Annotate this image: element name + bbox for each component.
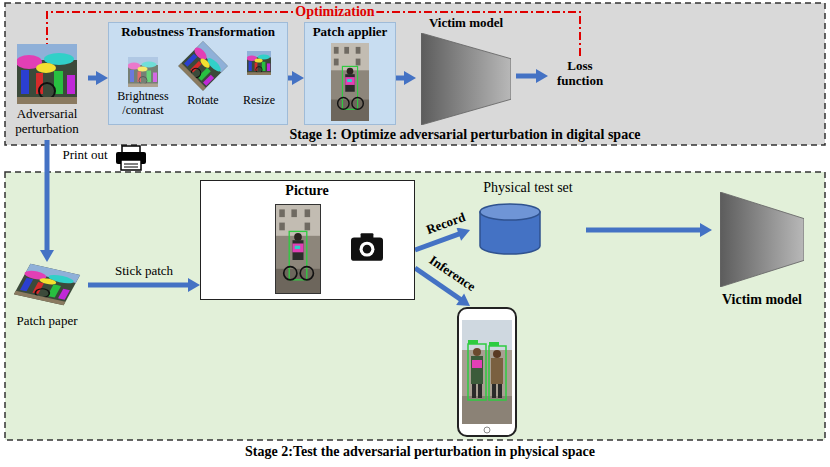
process-box: Robustness TransformationBrightness /con… (108, 22, 288, 125)
item-caption: Rotate (173, 94, 233, 108)
item-caption: Brightness /contrast (113, 90, 173, 118)
rotated-patch-image (178, 41, 228, 91)
arrow-head (536, 69, 548, 83)
arrow-head (96, 71, 108, 85)
connector (396, 71, 416, 85)
patch-image (247, 51, 271, 75)
connector (88, 71, 108, 85)
transform-item: Resize (233, 51, 285, 111)
box-heading: Patch applier (305, 25, 395, 40)
box-heading: Robustness Transformation (109, 25, 287, 40)
loss-node: Loss function (548, 56, 612, 96)
transform-item: Rotate (173, 41, 233, 113)
brightness-image (128, 57, 158, 87)
transform-item: Brightness /contrast (113, 57, 173, 121)
panel-outline (5, 172, 825, 440)
model-node: Victim model (712, 192, 812, 312)
arrow-label: Inference (424, 252, 479, 296)
phone-illustration (458, 308, 516, 436)
image-node: Adversarial perturbation (6, 44, 88, 140)
model-node: Victim model (416, 16, 516, 126)
model-trapezoid (421, 33, 511, 125)
edge-label: Optimization (293, 4, 376, 20)
connector (40, 140, 54, 262)
printer-icon (116, 146, 146, 170)
box-heading: Picture (201, 183, 413, 199)
model-trapezoid (720, 192, 804, 287)
connector-line (415, 233, 461, 250)
image-node: Patch paper (6, 262, 88, 338)
dataset-node: Physical test set (470, 180, 586, 260)
stage-caption: Stage 1: Optimize adversarial perturbati… (240, 127, 690, 143)
picture-box: Picture (200, 180, 415, 300)
arrow-head (292, 71, 304, 85)
arrow-head (404, 71, 416, 85)
arrow-head (700, 223, 712, 237)
street-photo (276, 205, 320, 293)
image-caption: Patch paper (6, 314, 88, 329)
street-photo (331, 43, 369, 121)
connector (516, 69, 548, 83)
connector-line (88, 283, 190, 288)
image-caption: Adversarial perturbation (6, 107, 88, 137)
connector (88, 278, 200, 292)
camera-icon (351, 233, 383, 261)
dataset-label: Physical test set (470, 180, 586, 196)
edge-label: Print out (60, 148, 109, 163)
stage-caption: Stage 2:Test the adversarial perturbatio… (190, 444, 650, 460)
edge-label: Stick patch (113, 264, 175, 279)
patch-image (17, 44, 77, 104)
arrow-head (456, 228, 470, 241)
item-caption: Resize (233, 94, 285, 108)
arrow-head (40, 250, 54, 262)
connector (586, 223, 712, 237)
loss-label: Loss function (548, 59, 612, 89)
database-cylinder (478, 202, 542, 256)
edge-label: Record (423, 209, 470, 238)
process-box: Patch applier (304, 22, 396, 125)
stage-panel: Stage 1: Optimize adversarial perturbati… (5, 3, 825, 145)
stage-panel: Stage 2:Test the adversarial perturbatio… (5, 172, 825, 440)
connector-line (516, 74, 538, 79)
arrow-head (188, 278, 200, 292)
patch-paper-image (10, 262, 84, 308)
panel-outline (5, 3, 825, 145)
connector-line (45, 140, 50, 252)
connector (288, 71, 304, 85)
connector-line (586, 228, 702, 233)
model-label: Victim model (416, 16, 516, 31)
model-label: Victim model (712, 292, 812, 308)
